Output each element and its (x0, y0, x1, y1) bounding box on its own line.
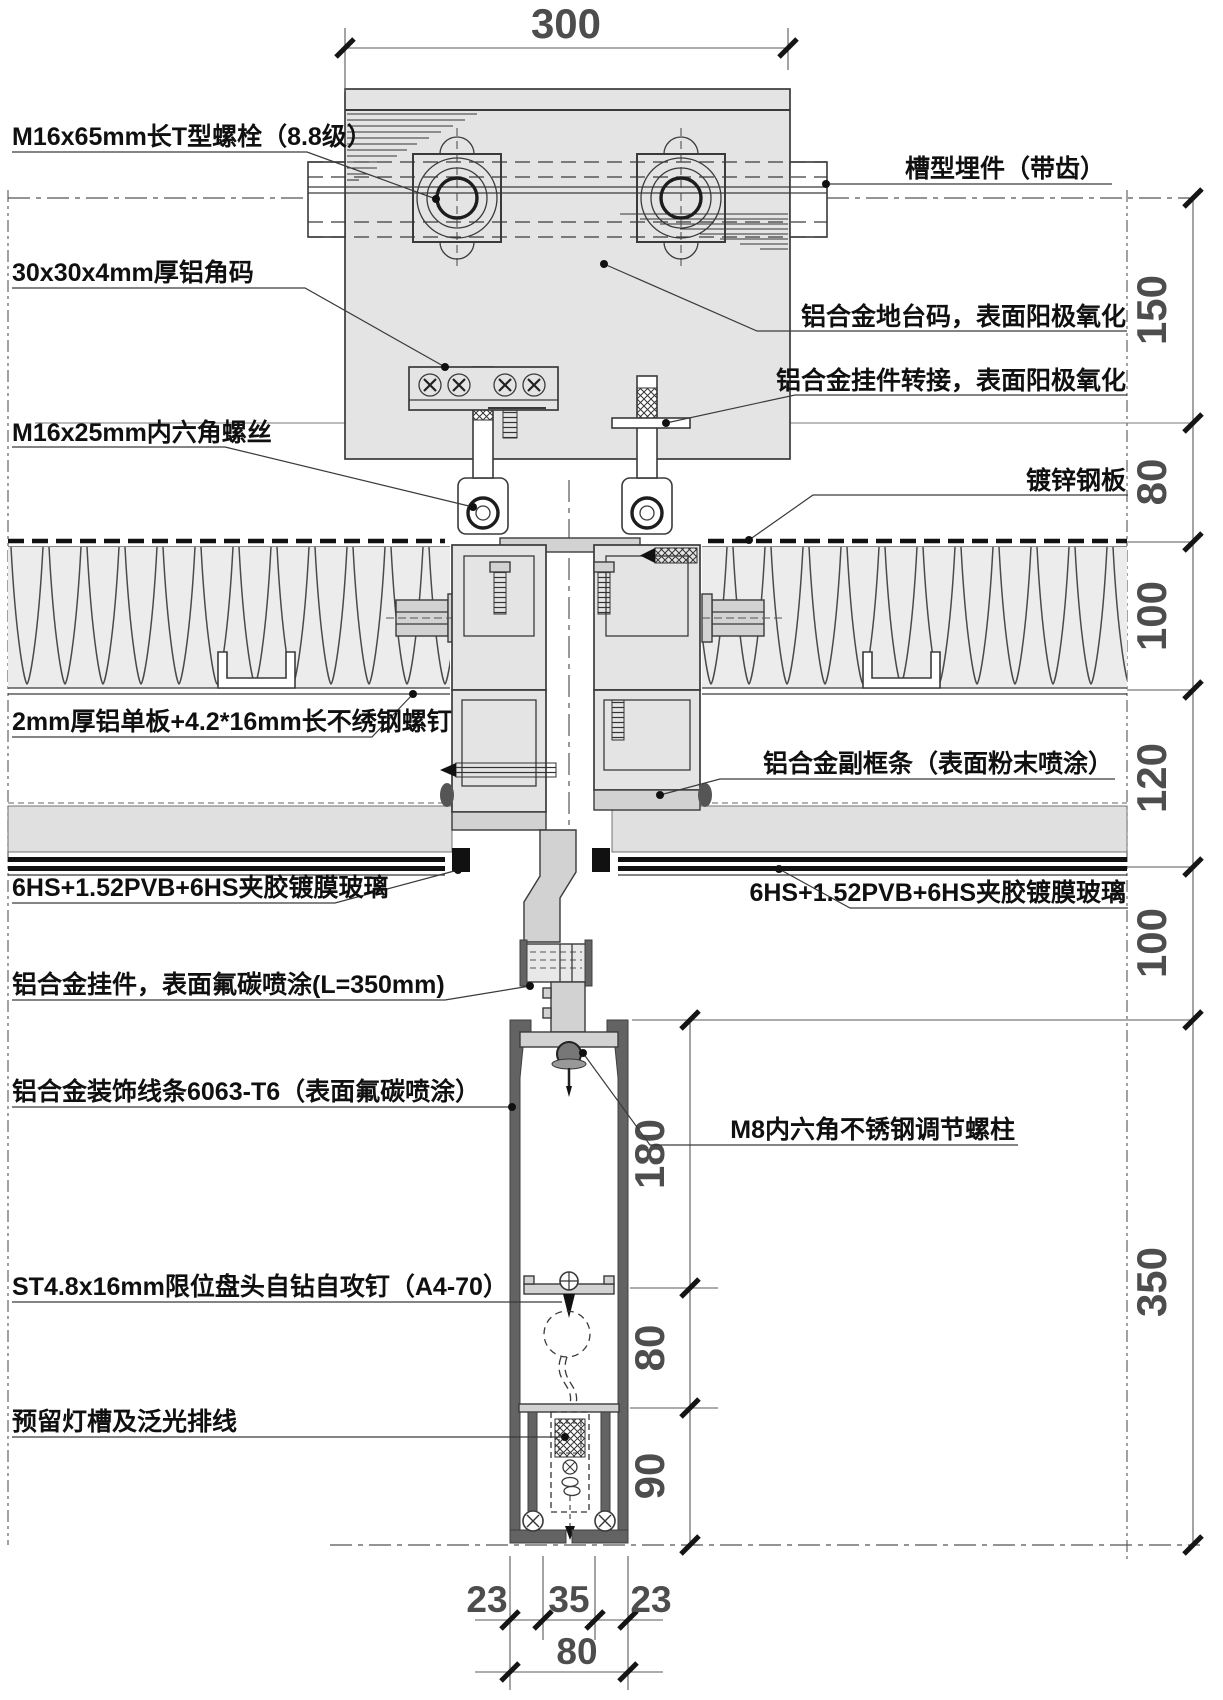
hanger-bracket (519, 829, 593, 1033)
trim-profile-label: 铝合金装饰线条6063-T6（表面氟碳喷涂） (12, 1077, 480, 1106)
lamp-fixture (550, 1411, 590, 1540)
subframe-left (451, 689, 547, 813)
dim-right-120: 120 (1128, 743, 1175, 813)
base-code-label: 铝合金地台码，表面阳极氧化 (801, 302, 1126, 331)
cable-circle (543, 1310, 591, 1358)
galvanized-sheet-label: 镀锌钢板 (1026, 466, 1126, 495)
glass-right (618, 857, 1127, 862)
dimension-top: 300 (334, 0, 799, 92)
self-drilling-screw (455, 762, 557, 778)
dim-right-150: 150 (1128, 275, 1175, 345)
adapter-plate (611, 417, 691, 429)
hanger-label: 铝合金挂件，表面氟碳喷涂(L=350mm) (12, 970, 445, 999)
t-bolt-right (636, 128, 726, 268)
hex-bolt-right (690, 593, 784, 643)
subframe-right (593, 689, 701, 791)
dim-top-300: 300 (531, 0, 601, 47)
dimension-bottom: 23 35 23 80 (466, 1556, 672, 1690)
gasket-left (452, 848, 470, 872)
self-tapping-screw-label: ST4.8x16mm限位盘头自钻自攻钉（A4-70） (12, 1272, 508, 1301)
decorative-fin (509, 1019, 629, 1544)
glass-assembly (7, 802, 1128, 876)
dim-right-350: 350 (1128, 1247, 1175, 1317)
t-bolt-left (412, 128, 502, 268)
fin-lower-divider (518, 1403, 620, 1413)
dim-bottom-35: 35 (548, 1579, 589, 1620)
gasket-right (592, 848, 610, 872)
base-plate (408, 366, 559, 439)
glass-label-right: 6HS+1.52PVB+6HS夹胶镀膜玻璃 (749, 878, 1126, 907)
dim-bottom-80: 80 (556, 1631, 597, 1672)
dim-bottom-23b: 23 (630, 1579, 671, 1620)
set-screw (502, 409, 518, 439)
channel-embed-label: 槽型埋件（带齿） (905, 154, 1105, 183)
subframe-label: 铝合金副框条（表面粉末喷涂） (763, 749, 1113, 778)
dim-right-80: 80 (1128, 459, 1175, 506)
dimension-inner: 180 80 90 (626, 1009, 718, 1556)
dimension-right: 150 80 100 120 100 350 (632, 187, 1204, 1556)
plate-screws (418, 373, 546, 397)
dim-bottom-23a: 23 (466, 1579, 507, 1620)
channel-embed (307, 161, 828, 238)
angle-code-label: 30x30x4mm厚铝角码 (12, 258, 254, 287)
slab-hatch-left (347, 113, 477, 181)
dim-right-100a: 100 (1128, 581, 1175, 651)
dim-inner-80: 80 (626, 1325, 673, 1372)
glass-label-left: 6HS+1.52PVB+6HS夹胶镀膜玻璃 (12, 873, 389, 902)
hanger-hooks (457, 477, 673, 535)
callout-labels: M16x65mm长T型螺栓（8.8级） 30x30x4mm厚铝角码 M16x25… (12, 122, 1126, 1436)
dim-inner-90: 90 (626, 1453, 673, 1500)
dim-right-100b: 100 (1128, 908, 1175, 978)
mullion (440, 537, 712, 872)
adjust-cylinder (525, 943, 587, 983)
adapter-label: 铝合金挂件转接，表面阳极氧化 (776, 366, 1126, 395)
lamp-slot-label: 预留灯槽及泛光排线 (12, 1407, 237, 1436)
t-bolt-label: M16x65mm长T型螺栓（8.8级） (12, 122, 372, 151)
dim-inner-180: 180 (626, 1119, 673, 1189)
leader-lines (12, 151, 1128, 1441)
glass-left (8, 857, 445, 862)
aluminum-panel-label: 2mm厚铝单板+4.2*16mm长不绣钢螺钉 (12, 707, 452, 736)
c-channel-left (217, 651, 296, 689)
adjust-stud-label: M8内六角不锈钢调节螺柱 (730, 1115, 1015, 1144)
c-channel-right (862, 651, 941, 689)
insulation (8, 547, 1127, 695)
hex-socket-screw-label: M16x25mm内六角螺丝 (12, 419, 272, 447)
